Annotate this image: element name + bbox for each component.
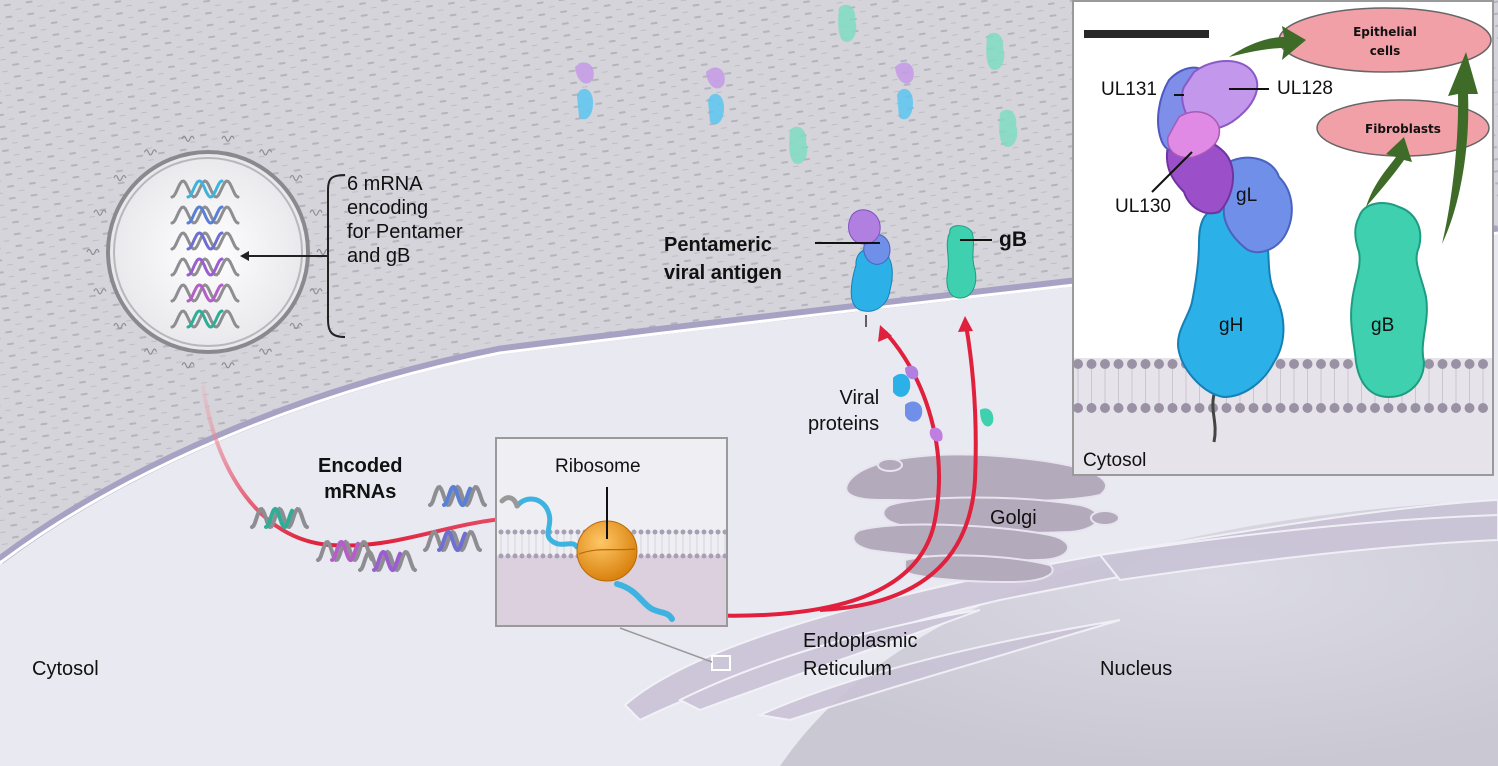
arrowhead-icon: [958, 316, 973, 332]
pentamer-surface-protein: [577, 88, 593, 120]
peg-lipid-icon: [143, 149, 158, 156]
peg-lipid-icon: [86, 248, 100, 256]
lnp-mrna-coding-region: [186, 283, 224, 303]
lnp-mrna-strand: [170, 283, 240, 303]
viral-proteins-label: Viral proteins: [808, 387, 880, 435]
golgi-label: Golgi: [990, 507, 1037, 529]
peg-lipid-icon: [113, 175, 127, 182]
peg-lipid-icon: [181, 135, 195, 142]
lnp-mrna-strand: [170, 257, 240, 277]
epithelial-arrow-gb: [1442, 52, 1478, 244]
lnp-mrna-strand: [170, 179, 240, 199]
ribosome-label: Ribosome: [555, 456, 641, 477]
mrna-strand: [514, 496, 580, 550]
peg-lipid-icon: [181, 362, 195, 369]
encoded-mrnas-label: Encoded mRNAs: [318, 455, 403, 503]
gb-protein: [1350, 202, 1428, 399]
gl-label: gL: [1236, 185, 1258, 206]
lnp-mrna-coding-region: [186, 257, 224, 277]
peg-lipid-icon: [309, 288, 323, 295]
gb-on-membrane: [946, 225, 977, 299]
pentamer-inset: UL131 UL128 UL130 gL gH gB Cytosol Epith…: [1072, 0, 1494, 476]
lnp-annotation: 6 mRNA encoding for Pentamer and gB: [347, 173, 463, 267]
epithelial-arrow: [1229, 26, 1306, 60]
peg-lipid-icon: [289, 322, 303, 329]
peg-lipid-icon: [113, 322, 127, 329]
peg-lipid-icon: [258, 149, 273, 156]
free-mrna: [423, 529, 482, 553]
pentameric-antigen-label: Pentameric viral antigen: [664, 234, 782, 284]
peg-lipid-icon: [93, 288, 107, 295]
zoom-connector: [619, 627, 713, 663]
peg-lipid-icon: [289, 175, 303, 182]
peg-lipid-icon: [221, 135, 235, 142]
peg-lipid-icon: [143, 348, 158, 355]
gb-surface-protein: [789, 126, 808, 164]
fibroblast-arrow: [1366, 137, 1412, 207]
ul131-label: UL131: [1101, 79, 1157, 100]
lnp-mrna-coding-region: [186, 179, 224, 199]
lnp-mrna-group: [170, 179, 240, 329]
gb-surface-protein: [986, 32, 1005, 70]
free-mrna: [316, 539, 375, 563]
gb-label: gB: [999, 228, 1027, 251]
ribosome-inset: Ribosome: [495, 437, 728, 627]
gb-surface-protein: [838, 4, 857, 42]
nascent-peptide: [614, 581, 675, 622]
gb-surface-protein: [999, 109, 1018, 147]
inset-cytosol-label: Cytosol: [1083, 450, 1147, 471]
inset-title-partial: [1084, 30, 1209, 38]
er-label: Endoplasmic Reticulum: [803, 630, 918, 680]
ul130-leader-line: [1151, 151, 1193, 193]
zoom-marker: [711, 655, 731, 671]
peg-lipid-icon: [309, 209, 323, 216]
arrowhead-icon: [878, 325, 892, 342]
gh-label: gH: [1219, 315, 1244, 336]
lnp-mrna-coding-region: [186, 205, 224, 225]
pentamer-surface-protein: [708, 93, 724, 125]
lipid-nanoparticle: [106, 150, 310, 354]
nucleus-shape: [780, 500, 1498, 766]
released-mrnas: [250, 484, 487, 573]
pointer-arrowhead-icon: [240, 251, 249, 261]
endoplasmic-reticulum-shape: [623, 498, 1498, 722]
surface-proteins: [575, 4, 1018, 164]
peg-lipid-icon: [93, 209, 107, 216]
lnp-mrna-strand: [170, 205, 240, 225]
pentamer-transport-arrow: [699, 330, 941, 618]
lnp-mrna-coding-region: [186, 309, 224, 329]
pentamer-on-membrane: [848, 209, 893, 327]
fibroblasts-label: Fibroblasts: [1365, 122, 1441, 136]
peg-lipid-icon: [221, 362, 235, 369]
nucleus-label: Nucleus: [1100, 658, 1173, 680]
free-mrna: [358, 549, 417, 573]
lnp-mrna-coding-region: [186, 231, 224, 251]
lnp-mrna-strand: [170, 309, 240, 329]
gb-transport-arrow: [819, 324, 978, 612]
lnp-mrna-strand: [170, 231, 240, 251]
ul130-label: UL130: [1115, 196, 1171, 217]
free-mrna: [250, 506, 309, 530]
gb-inset-label: gB: [1371, 315, 1395, 336]
peg-lipid-icon: [258, 348, 273, 355]
viral-proteins-in-transit: [893, 365, 994, 442]
cytosol-label: Cytosol: [32, 658, 99, 680]
free-mrna: [428, 484, 487, 508]
ul128-label: UL128: [1277, 78, 1333, 99]
pentamer-surface-protein: [897, 88, 913, 120]
gh-tail: [1211, 393, 1217, 443]
